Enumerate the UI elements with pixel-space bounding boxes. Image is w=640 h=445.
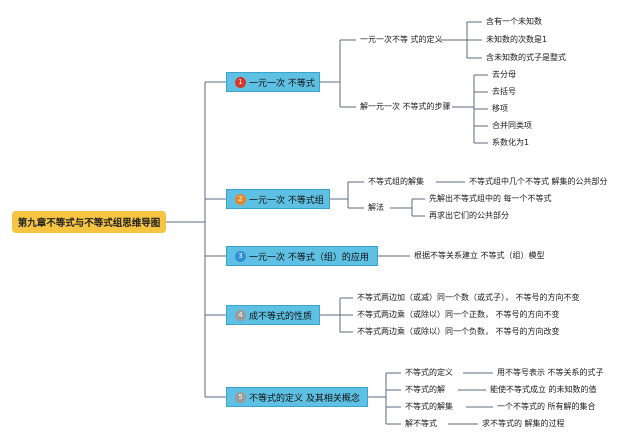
badge-4: 4	[235, 309, 246, 321]
leaf-item: 根据不等关系建立 不等式（组）模型	[414, 251, 545, 260]
concept-term: 不等式的解集	[405, 402, 453, 411]
root-title: 第九章不等式与不等式组思维导图	[17, 218, 161, 229]
leaf-item: 不等式两边加（或减）同一个数（或式子）， 不等号的方向不变	[357, 293, 580, 302]
branch-node-3: 3 一元一次 不等式（组）的应用	[226, 246, 378, 266]
branch-node-1: 1 一元一次 不等式	[226, 72, 320, 92]
leaf-item: 系数化为1	[492, 138, 530, 147]
concept-desc: 用不等号表示 不等关系的式子	[497, 368, 604, 377]
branch-node-2: 2 一元一次 不等式组	[226, 189, 330, 209]
root-node: 第九章不等式与不等式组思维导图	[12, 211, 166, 233]
branch-node-4: 4 成不等式的性质	[226, 305, 320, 325]
leaf-item: 未知数的次数是1	[486, 35, 548, 44]
concept-desc: 一个不等式的 所有解的集合	[497, 402, 596, 411]
leaf-item: 含有一个未知数	[486, 17, 542, 26]
leaf-item: 先解出不等式组中的 每一个不等式	[429, 194, 552, 203]
badge-5: 5	[235, 391, 246, 403]
leaf-item: 含未知数的式子是整式	[486, 53, 566, 62]
concept-term: 不等式的解	[405, 385, 445, 394]
concept-desc: 求不等式的 解集的过程	[482, 419, 565, 428]
leaf-item: 合并同类项	[492, 121, 532, 130]
leaf-item: 去括号	[492, 87, 516, 96]
badge-1: 1	[235, 76, 246, 88]
subtopic-label: 一元一次不等 式的定义	[360, 35, 443, 44]
leaf-item: 不等式两边乘（或除以）同一个负数， 不等号的方向改变	[357, 327, 560, 336]
leaf-item: 去分母	[492, 70, 516, 79]
leaf-item: 不等式组中几个不等式 解集的公共部分	[469, 177, 608, 186]
leaf-item: 不等式两边乘（或除以）同一个正数， 不等号的方向不变	[357, 310, 560, 319]
branch-label: 一元一次 不等式组	[249, 195, 324, 206]
concept-term: 解不等式	[405, 419, 437, 428]
branch-node-5: 5 不等式的定义 及其相关概念	[226, 387, 368, 407]
branch-label: 不等式的定义 及其相关概念	[249, 393, 360, 404]
branch-label: 一元一次 不等式（组）的应用	[249, 252, 369, 263]
subtopic-label: 解一元一次 不等式的步骤	[360, 102, 451, 111]
branch-label: 一元一次 不等式	[249, 78, 315, 89]
leaf-item: 再求出它们的公共部分	[429, 211, 509, 220]
subtopic-label: 解法	[368, 203, 384, 212]
subtopic-label: 不等式组的解集	[368, 177, 424, 186]
concept-term: 不等式的定义	[405, 368, 453, 377]
badge-3: 3	[235, 250, 246, 262]
badge-2: 2	[235, 193, 246, 205]
leaf-item: 移项	[492, 104, 508, 113]
branch-label: 成不等式的性质	[249, 311, 313, 322]
concept-desc: 能使不等式成立 的未知数的值	[490, 385, 597, 394]
